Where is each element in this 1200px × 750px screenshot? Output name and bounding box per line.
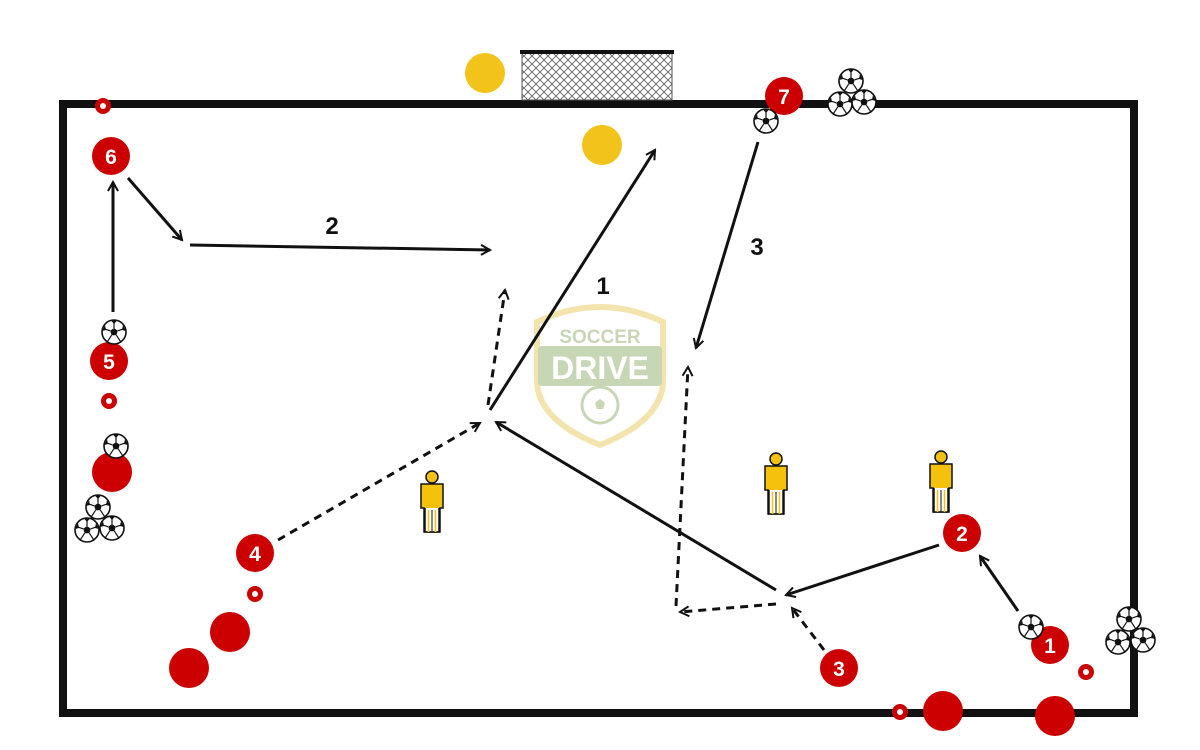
svg-text:4: 4 [249, 543, 261, 566]
mannequin-dummy [930, 451, 952, 512]
watermark-line1: SOCCER [559, 327, 641, 348]
soccer-drive-watermark: SOCCER DRIVE [537, 307, 663, 445]
defender-yellow [582, 125, 622, 165]
ball-icon [754, 109, 778, 133]
player-4: 4 [236, 534, 274, 572]
ball-icon [86, 495, 110, 519]
ball-icon [1019, 615, 1043, 639]
queue-players [92, 452, 1075, 736]
ball-icon [1131, 628, 1155, 652]
arrow-dashed [278, 423, 480, 540]
arrow-dashed [792, 608, 824, 650]
sequence-label: 3 [750, 234, 763, 261]
player-6: 6 [92, 137, 130, 175]
watermark-line2: DRIVE [551, 350, 649, 386]
svg-text:3: 3 [833, 658, 845, 681]
sequence-label: 2 [325, 213, 338, 240]
arrow-solid [190, 245, 490, 250]
svg-text:2: 2 [956, 523, 968, 546]
goal [520, 52, 674, 100]
arrow-dashed [680, 604, 776, 612]
player-waiting [169, 648, 209, 688]
mannequin-dummy [421, 471, 443, 532]
ball-icon [75, 518, 99, 542]
player-2: 2 [943, 514, 981, 552]
ball-icon [839, 69, 863, 93]
ball-icon [1117, 607, 1141, 631]
svg-text:1: 1 [1044, 635, 1056, 658]
ball-icon [104, 434, 128, 458]
arrow-solid [696, 142, 758, 348]
player-waiting [210, 612, 250, 652]
svg-text:5: 5 [103, 351, 115, 374]
ball-icon [1106, 630, 1130, 654]
sequence-label: 1 [596, 273, 609, 300]
ball-icon [852, 90, 876, 114]
arrow-solid [496, 422, 776, 590]
mannequin-dummy [765, 453, 787, 514]
arrow-solid [128, 178, 182, 240]
player-5: 5 [90, 342, 128, 380]
defender-yellow [465, 53, 505, 93]
ball-icon [102, 320, 126, 344]
player-waiting [1035, 696, 1075, 736]
player-3: 3 [820, 649, 858, 687]
arrow-solid [980, 556, 1018, 611]
ball-icon [828, 92, 852, 116]
svg-text:7: 7 [778, 86, 790, 109]
arrow-dashed [676, 367, 688, 606]
svg-text:6: 6 [105, 146, 117, 169]
ball-icon [100, 516, 124, 540]
player-waiting [923, 691, 963, 731]
arrow-solid [786, 545, 939, 595]
